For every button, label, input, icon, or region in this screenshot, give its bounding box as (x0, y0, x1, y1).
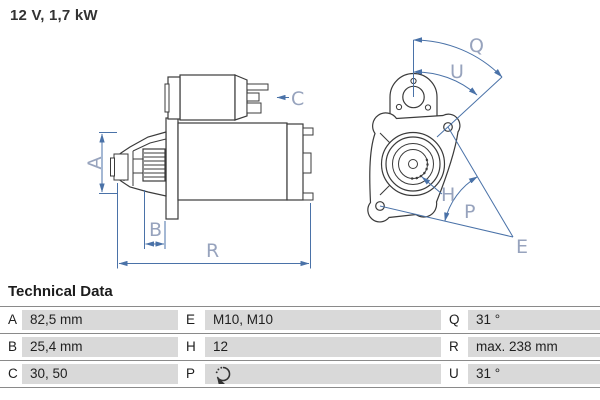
param-key: H (178, 337, 205, 357)
param-value: 25,4 mm (22, 337, 178, 357)
param-key: P (178, 364, 205, 384)
rear-end-cap (286, 123, 304, 201)
page-title: 12 V, 1,7 kW (10, 7, 98, 24)
param-key: C (0, 364, 22, 384)
param-key: Q (441, 310, 468, 330)
motor-body (177, 122, 288, 201)
technical-data-heading: Technical Data (8, 283, 113, 300)
param-value: 31 ° (468, 364, 600, 384)
solenoid-terminal (246, 83, 269, 91)
dim-label-a: A (84, 157, 106, 170)
dim-label-b: B (149, 219, 162, 241)
param-key: U (441, 364, 468, 384)
pinion-collar (132, 158, 144, 174)
table-row: B 25,4 mm H 12 R max. 238 mm (0, 333, 600, 360)
dimension-labels: A B R C Q U H P E (84, 35, 528, 262)
param-key: B (0, 337, 22, 357)
dim-label-h: H (441, 184, 455, 206)
param-key: A (0, 310, 22, 330)
flange-hole (443, 122, 453, 132)
dim-label-p: P (464, 201, 475, 223)
end-view-dimensions (379, 37, 514, 238)
table-row: C 30, 50 P U 31 ° (0, 360, 600, 388)
solenoid-body (179, 74, 236, 121)
technical-drawing: A B R C Q U H P E (84, 35, 528, 269)
rotation-direction-icon (215, 366, 231, 384)
dim-label-u: U (450, 61, 464, 83)
technical-data-table: A 82,5 mm E M10, M10 Q 31 ° B 25,4 mm H … (0, 306, 600, 388)
param-value: max. 238 mm (468, 337, 600, 357)
flange-hole (375, 201, 385, 211)
dim-label-r: R (206, 240, 219, 262)
param-value: 30, 50 (22, 364, 178, 384)
param-value-rotation (205, 364, 441, 384)
param-value: 12 (205, 337, 441, 357)
param-value: M10, M10 (205, 310, 441, 330)
mounting-flange (367, 112, 461, 223)
flange-plate (165, 117, 179, 220)
dim-label-q: Q (469, 35, 484, 57)
param-value: 31 ° (468, 310, 600, 330)
side-view-dimensions (99, 94, 311, 269)
starter-side-view (110, 74, 314, 220)
dim-label-e: E (516, 236, 528, 258)
starter-end-view (367, 72, 461, 223)
param-key: E (178, 310, 205, 330)
param-value: 82,5 mm (22, 310, 178, 330)
table-row: A 82,5 mm E M10, M10 Q 31 ° (0, 306, 600, 333)
param-key: R (441, 337, 468, 357)
dim-label-c: C (291, 88, 304, 110)
